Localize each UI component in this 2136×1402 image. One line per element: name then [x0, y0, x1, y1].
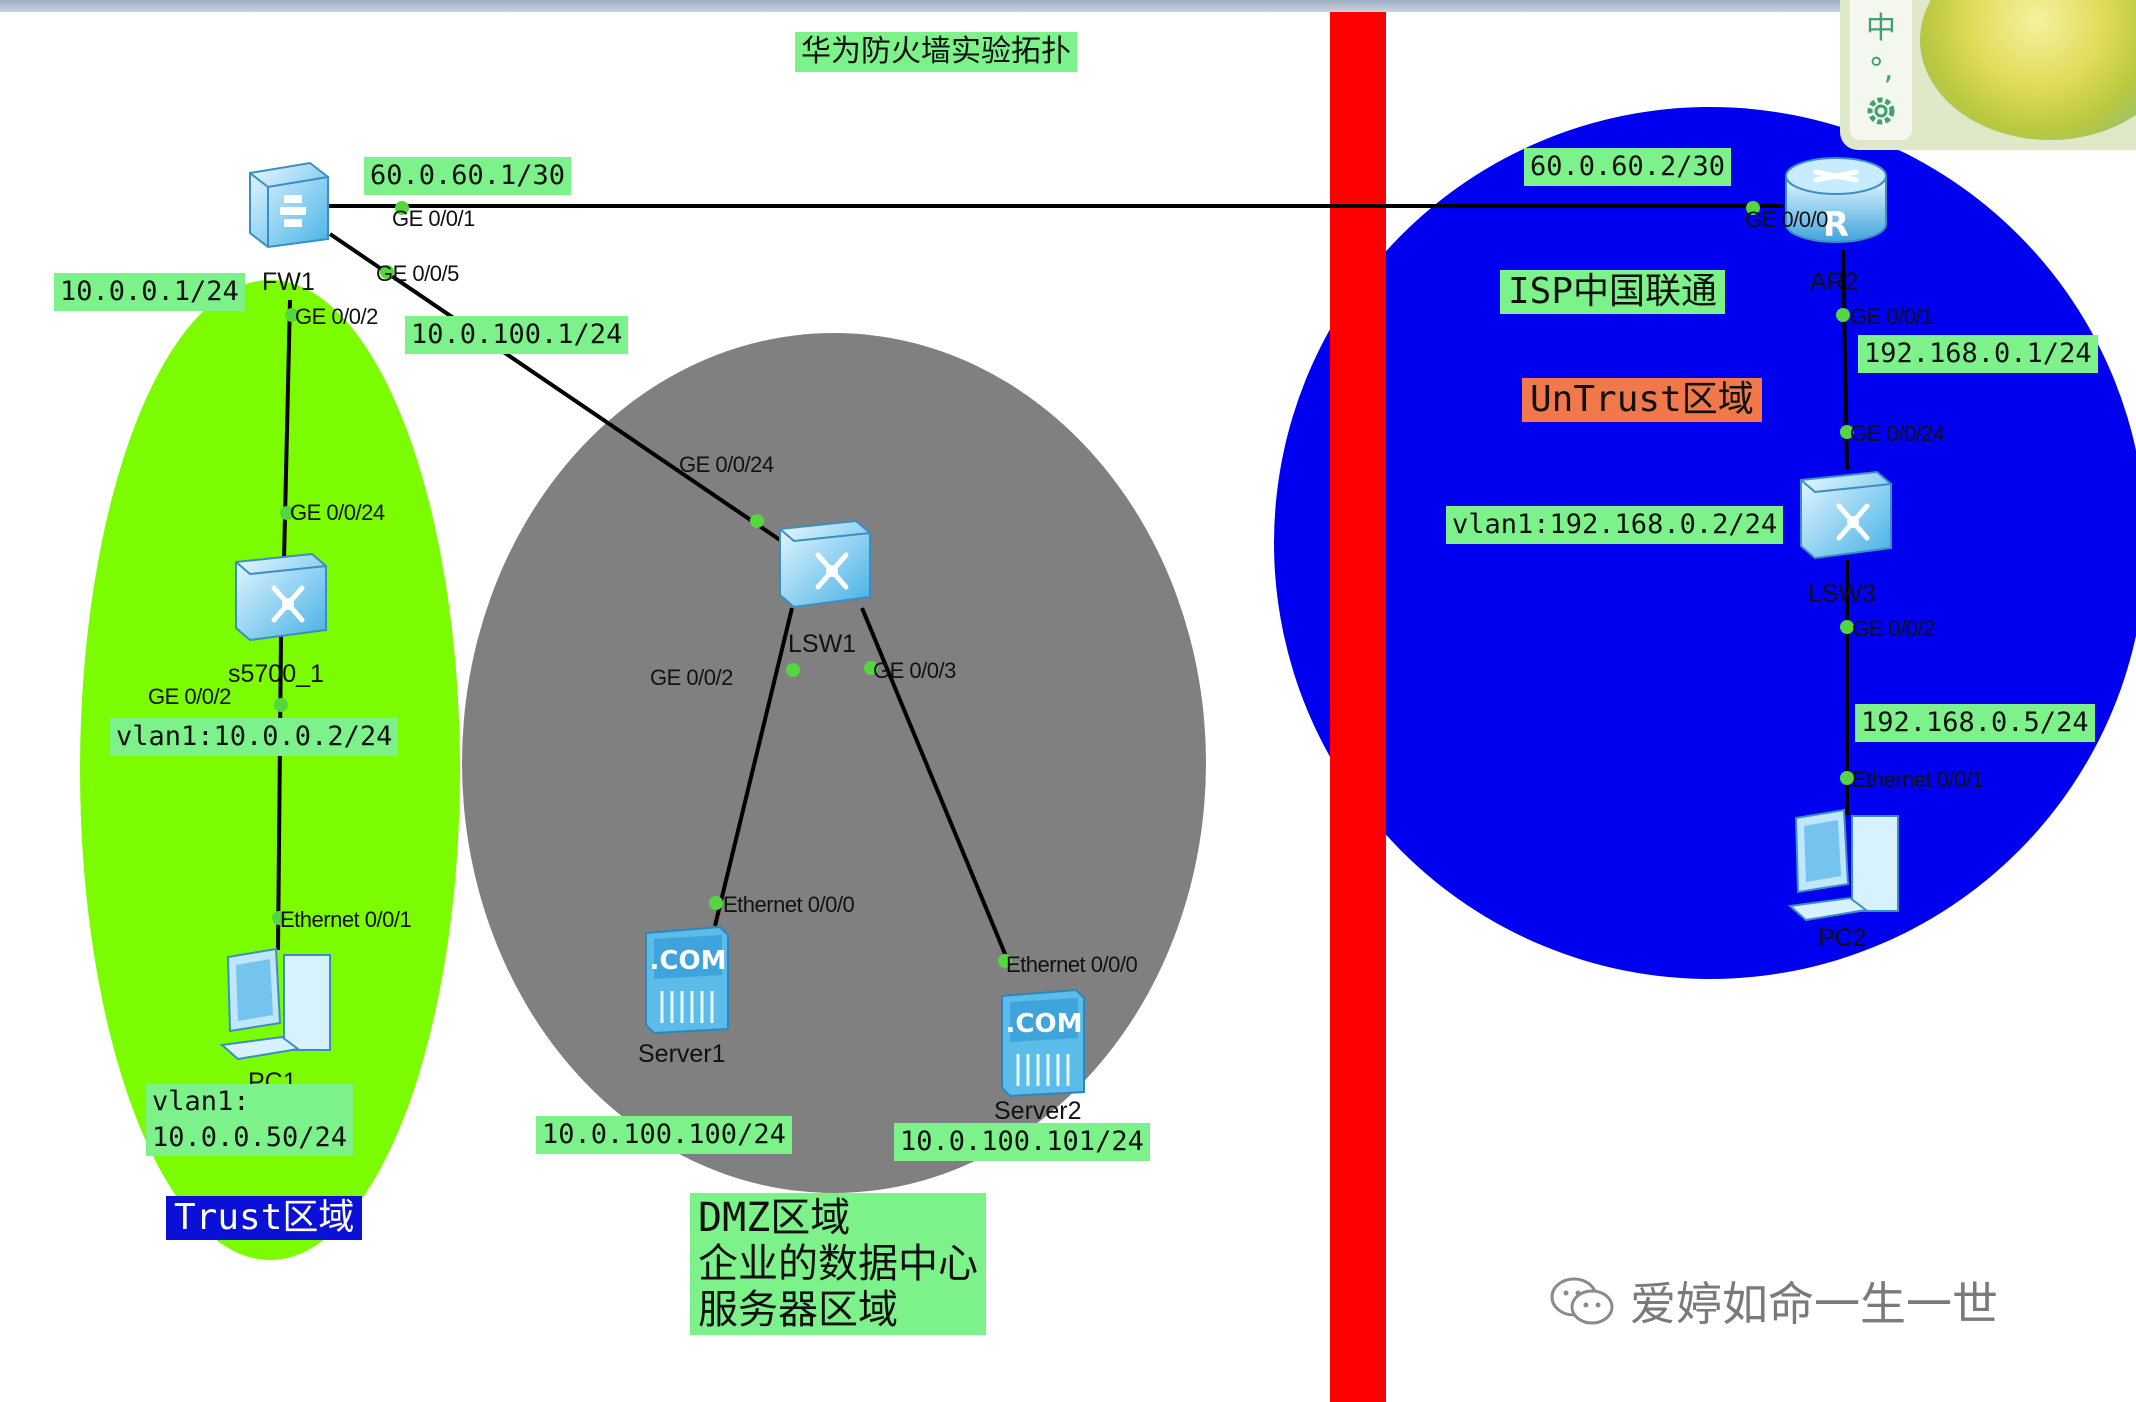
port-label: Ethernet 0/0/1	[280, 907, 411, 933]
pc-icon[interactable]	[212, 945, 342, 1065]
port-label: GE 0/0/1	[392, 206, 475, 232]
svg-text:.COM: .COM	[1006, 1009, 1083, 1039]
port-dot	[274, 698, 288, 712]
zone-label-trust: Trust区域	[166, 1196, 362, 1240]
watermark-text: 爱婷如命一生一世	[1630, 1268, 1998, 1334]
port-dot	[786, 663, 800, 677]
zone-label-isp: ISP中国联通	[1500, 270, 1725, 314]
firewall-icon[interactable]	[240, 155, 336, 251]
port-label: GE 0/0/3	[873, 658, 956, 684]
ime-chinese-icon[interactable]: 中	[1866, 3, 1896, 47]
red-divider	[1330, 12, 1386, 1402]
dmz-zone-ellipse	[462, 333, 1206, 1193]
gear-icon[interactable]	[1863, 93, 1899, 137]
desktop-widget: 中 °,	[1840, 0, 2136, 150]
ip-label: 192.168.0.1/24	[1858, 335, 2098, 373]
ip-label: 10.0.100.1/24	[405, 316, 628, 354]
zone-label-dmz-line2: 企业的数据中心	[698, 1241, 978, 1287]
widget-toolbar: 中 °,	[1850, 0, 1912, 140]
switch-icon[interactable]	[228, 548, 332, 644]
port-label: GE 0/0/2	[148, 684, 231, 710]
zone-label-dmz: DMZ区域 企业的数据中心 服务器区域	[690, 1193, 986, 1335]
zone-label-untrust: UnTrust区域	[1522, 378, 1762, 422]
ip-label: 10.0.100.101/24	[894, 1123, 1150, 1161]
port-label: GE 0/0/24	[290, 500, 385, 526]
device-name-fw1: FW1	[262, 268, 315, 297]
device-name-lsw1: LSW1	[788, 630, 856, 659]
port-dot	[750, 514, 764, 528]
port-label: GE 0/0/5	[376, 261, 459, 287]
device-name-pc2: PC2	[1818, 924, 1867, 953]
port-label: Ethernet 0/0/0	[723, 892, 854, 918]
ip-label: 10.0.100.100/24	[536, 1116, 792, 1154]
device-name-s5700: s5700_1	[228, 660, 324, 689]
port-dot	[1836, 308, 1850, 322]
port-label: GE 0/0/1	[1850, 304, 1933, 330]
server-icon[interactable]: .COM	[996, 988, 1090, 1098]
port-dot	[709, 896, 723, 910]
svg-text:.COM: .COM	[650, 946, 727, 976]
port-label: GE 0/0/0	[1745, 207, 1828, 233]
zone-label-dmz-line3: 服务器区域	[698, 1287, 978, 1333]
ip-label: 192.168.0.5/24	[1855, 704, 2095, 742]
switch-icon[interactable]	[1793, 466, 1897, 562]
wechat-icon	[1548, 1273, 1616, 1329]
pc-icon[interactable]	[1780, 806, 1910, 926]
port-label: Ethernet 0/0/1	[1852, 767, 1983, 793]
ip-label-pc1-line2: 10.0.0.50/24	[152, 1120, 347, 1156]
port-label: GE 0/0/24	[679, 452, 774, 478]
router-icon[interactable]: R	[1780, 150, 1892, 250]
ip-label: 60.0.60.1/30	[364, 157, 571, 195]
port-label: GE 0/0/24	[1850, 421, 1945, 447]
server-icon[interactable]: .COM	[640, 925, 734, 1035]
diagram-title: 华为防火墙实验拓扑	[795, 32, 1077, 72]
punctuation-icon[interactable]: °,	[1869, 52, 1894, 87]
zone-label-dmz-line1: DMZ区域	[698, 1195, 978, 1241]
ip-label: vlan1:192.168.0.2/24	[1446, 506, 1783, 544]
ip-label-pc1: vlan1: 10.0.0.50/24	[146, 1084, 353, 1156]
ip-label: vlan1:10.0.0.2/24	[110, 718, 398, 756]
port-label: GE 0/0/2	[650, 665, 733, 691]
ip-label-pc1-line1: vlan1:	[152, 1084, 347, 1120]
ip-label: 10.0.0.1/24	[54, 273, 245, 311]
port-label: GE 0/0/2	[1852, 616, 1935, 642]
lemon-image	[1920, 0, 2136, 140]
watermark: 爱婷如命一生一世	[1548, 1268, 1998, 1334]
device-name-ar2: AR2	[1810, 268, 1859, 297]
switch-icon[interactable]	[772, 515, 876, 611]
device-name-server2: Server2	[994, 1097, 1082, 1126]
ip-label: 60.0.60.2/30	[1524, 148, 1731, 186]
device-name-lsw3: LSW3	[1808, 580, 1876, 609]
device-name-server1: Server1	[638, 1040, 726, 1069]
port-label: Ethernet 0/0/0	[1006, 952, 1137, 978]
port-label: GE 0/0/2	[295, 304, 378, 330]
